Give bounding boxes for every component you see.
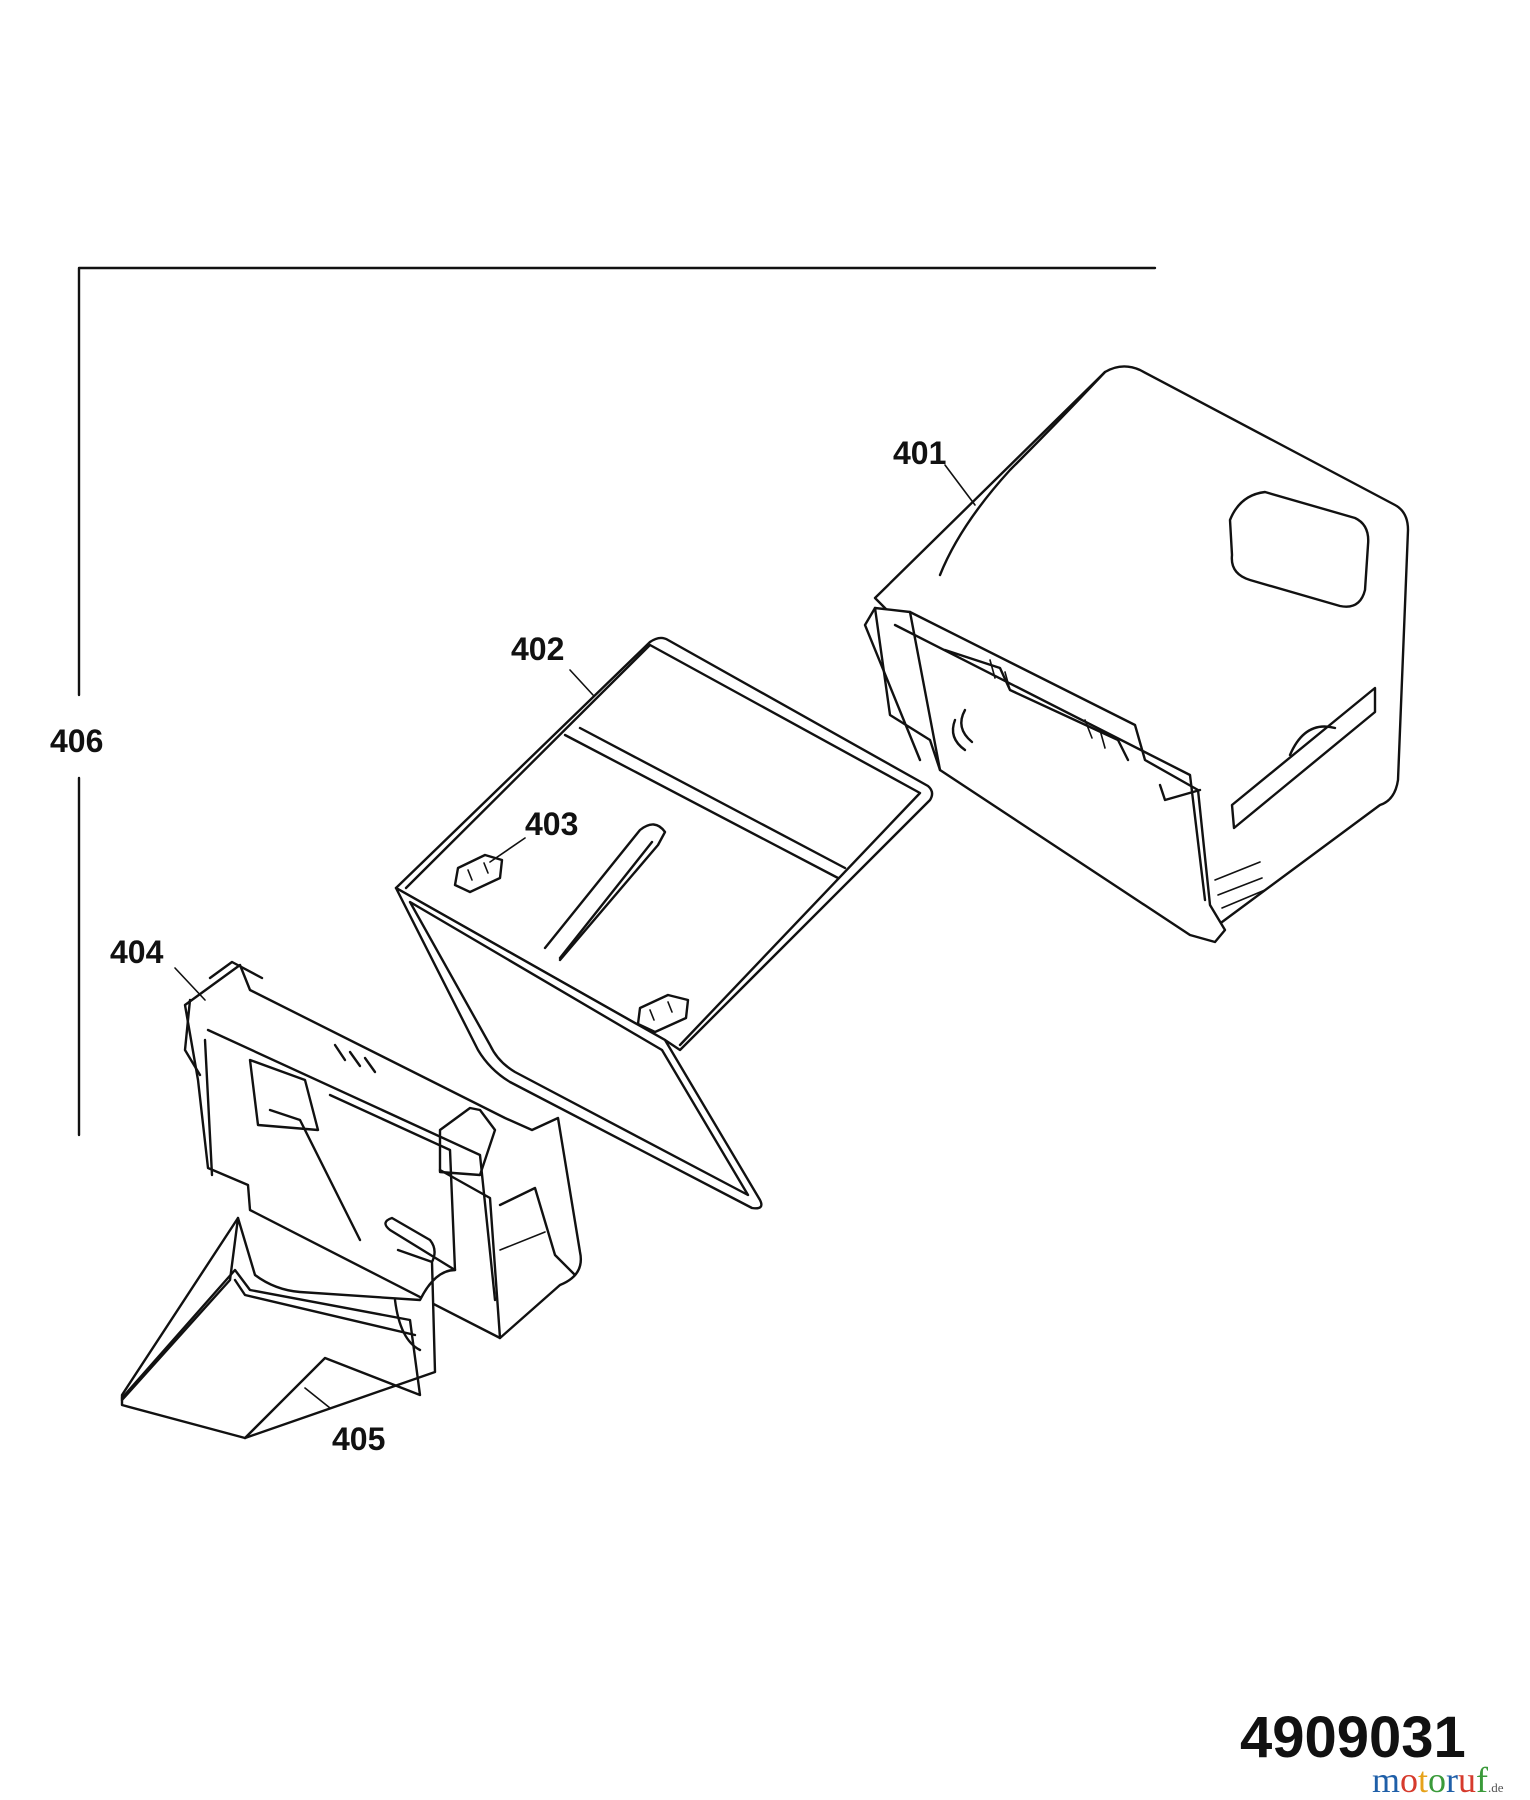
- leader-lines: [174, 464, 976, 1409]
- leader-401: [944, 464, 976, 506]
- leader-403: [489, 837, 526, 863]
- part-403-clip-second: [636, 993, 690, 1034]
- part-402-bag-frame: [394, 636, 934, 1210]
- part-401-grass-catcher-cover: [863, 365, 1410, 944]
- label-401: 401: [893, 435, 946, 471]
- label-406: 406: [50, 723, 103, 759]
- leader-404: [174, 967, 206, 1001]
- label-402: 402: [511, 631, 564, 667]
- motoruf-watermark: motoruf.de: [1372, 1760, 1504, 1800]
- label-404: 404: [110, 934, 164, 970]
- watermark-letter-5: r: [1446, 1760, 1458, 1800]
- label-405: 405: [332, 1421, 385, 1457]
- part-404-catcher-frame: [183, 960, 582, 1340]
- leader-405: [304, 1387, 331, 1409]
- part-403-clip: [453, 853, 504, 894]
- drawing-number: 4909031: [1240, 1705, 1466, 1770]
- leader-402: [569, 669, 594, 696]
- watermark-letter-1: m: [1372, 1760, 1400, 1800]
- watermark-letter-3: t: [1418, 1760, 1428, 1800]
- assembly-bracket-406: [77, 266, 1157, 1137]
- part-405-chute: [120, 1216, 457, 1440]
- watermark-suffix: .de: [1488, 1780, 1504, 1795]
- watermark-letter-7: f: [1476, 1760, 1488, 1800]
- label-403: 403: [525, 806, 578, 842]
- svg-text:motoruf.de: motoruf.de: [1372, 1760, 1504, 1800]
- watermark-letter-2: o: [1400, 1760, 1418, 1800]
- watermark-letter-6: u: [1458, 1760, 1476, 1800]
- watermark-letter-4: o: [1428, 1760, 1446, 1800]
